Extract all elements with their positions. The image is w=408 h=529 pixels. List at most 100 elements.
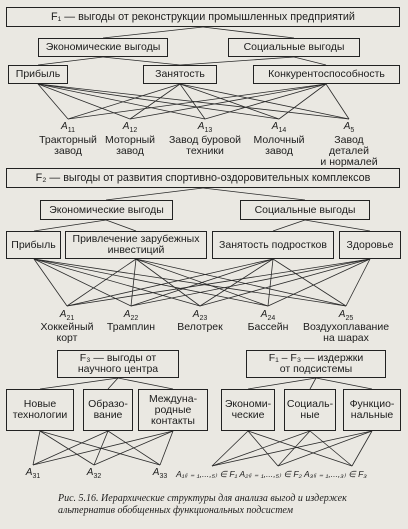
d3-alt-code-1: A31	[25, 467, 41, 480]
d3-title-link	[107, 377, 119, 390]
d1-alternative-link	[67, 83, 181, 120]
d2-alternative-link	[345, 258, 371, 307]
d3-new-tech: Новые технологии	[6, 389, 74, 431]
d2-alternative-link	[130, 258, 274, 307]
d4-alternative-link	[211, 430, 249, 467]
d1-economic-link	[37, 56, 104, 66]
d4-alternative-link	[211, 430, 311, 467]
d2-alt-code-2: A22	[123, 309, 139, 322]
d2-alternative-link	[66, 258, 274, 307]
d4-economic: Экономи- ческие	[221, 389, 275, 431]
d2-alt-code-5: A25	[338, 309, 354, 322]
d1-title-link	[102, 26, 204, 39]
d2-social-link	[304, 219, 371, 232]
d1-alt-code-5: A5	[343, 121, 355, 134]
d2-economic-link	[33, 219, 107, 232]
d4-alternative-link	[309, 430, 353, 467]
d1-profit: Прибыль	[8, 65, 68, 84]
d3-alternative-link	[93, 430, 109, 466]
d2-alternative-link	[135, 258, 201, 307]
d1-alternative-link	[278, 83, 327, 120]
d3-title-link	[39, 377, 119, 390]
d4-alternative-link	[247, 430, 353, 467]
d1-alternative-link	[67, 83, 327, 120]
d4-alternative-link	[247, 430, 279, 467]
d3-alternative-link	[159, 430, 174, 466]
d2-alternative-link	[199, 258, 371, 307]
d1-alternative-link	[179, 83, 206, 120]
d2-alt-label-5: Воздухоплавание на шарах	[302, 321, 390, 344]
d2-alternative-link	[199, 258, 274, 307]
d1-alt-label-3: Завод буровой техники	[168, 134, 242, 157]
d4-social: Социаль- ные	[284, 389, 336, 431]
d2-profit: Прибыль	[6, 231, 61, 259]
d2-alt-code-4: A24	[260, 309, 276, 322]
d1-alt-code-1: A11	[61, 121, 75, 134]
d2-title-link	[202, 187, 306, 201]
d4-alternative-link	[211, 430, 373, 467]
d2-economic-link	[105, 219, 137, 232]
d2-youth-employment: Занятость подростков	[212, 231, 334, 259]
d2-alternative-link	[272, 258, 347, 307]
d3-alternative-link	[93, 430, 174, 466]
d2-alt-label-2: Трамплин	[106, 321, 156, 333]
d1-social-link	[293, 56, 327, 66]
d4-title: F₁ – F₃ — издержки от подсистемы	[246, 350, 386, 378]
d1-alt-code-3: A13	[197, 121, 213, 134]
d2-alternative-link	[33, 258, 132, 307]
d1-alt-code-4: A14	[271, 121, 287, 134]
d3-alternative-link	[39, 430, 161, 466]
d2-social: Социальные выгоды	[240, 200, 370, 220]
d2-social-link	[272, 219, 306, 232]
d2-alternative-link	[130, 258, 371, 307]
d2-alt-label-1: Хоккейный корт	[40, 321, 94, 344]
d3-alt-code-3: A33	[152, 467, 168, 480]
d1-employment: Занятость	[143, 65, 217, 84]
d1-alternative-link	[37, 83, 131, 120]
d1-alternative-link	[129, 83, 181, 120]
d3-alternative-link	[32, 430, 41, 466]
d2-alternative-link	[267, 258, 274, 307]
d2-health: Здоровье	[339, 231, 401, 259]
d2-alternative-link	[33, 258, 269, 307]
d3-alternative-link	[32, 430, 174, 466]
d2-economic: Экономические выгоды	[40, 200, 173, 220]
d1-alternative-link	[37, 83, 350, 120]
d1-alternative-link	[325, 83, 350, 120]
d2-alternative-link	[130, 258, 137, 307]
d3-alternative-link	[32, 430, 109, 466]
d1-alt-label-2: Моторный завод	[104, 134, 156, 157]
d3-title: F₃ — выгоды от научного центра	[57, 350, 179, 378]
d4-functional: Функцио- нальные	[343, 389, 401, 431]
d1-alternative-link	[37, 83, 69, 120]
d4-alternative-link	[277, 430, 373, 467]
d3-title-link	[117, 377, 174, 390]
d3-alt-code-2: A32	[86, 467, 102, 480]
d1-alt-code-2: A12	[122, 121, 138, 134]
d2-title: F₂ — выгоды от развития спортивно-оздоро…	[6, 168, 400, 188]
d1-title-link	[202, 26, 295, 39]
d1-economic: Экономические выгоды	[38, 38, 168, 57]
d1-alternative-link	[37, 83, 280, 120]
d2-alt-code-3: A23	[192, 309, 208, 322]
d1-title: F₁ — выгоды от реконструкции промышленны…	[6, 7, 400, 27]
d2-alternative-link	[66, 258, 137, 307]
d1-social: Социальные выгоды	[228, 38, 360, 57]
d2-title-link	[105, 187, 204, 201]
d2-alternative-link	[33, 258, 347, 307]
d4-formula: A₁₍ᵢ ₌ ₁,...,₅₎ ∈ F₁ A₂₍ᵢ ₌ ₁,...,₅₎ ∈ F…	[176, 469, 367, 479]
d1-alternative-link	[129, 83, 327, 120]
d2-alt-label-3: Велотрек	[177, 321, 223, 333]
d2-alternative-link	[135, 258, 347, 307]
d3-education: Образо- вание	[83, 389, 133, 431]
d4-alternative-link	[351, 430, 373, 467]
d2-foreign-investment: Привлечение зарубежных инвестиций	[65, 231, 207, 259]
d2-alternative-link	[33, 258, 68, 307]
d1-alt-label-4: Молочный завод	[253, 134, 305, 157]
figure-caption: Рис. 5.16. Иерархические структуры для а…	[58, 493, 347, 516]
d1-alternative-link	[204, 83, 327, 120]
d4-title-link	[247, 377, 317, 390]
d2-alternative-link	[267, 258, 371, 307]
d3-intl-contacts: Междуна- родные контакты	[138, 389, 208, 431]
